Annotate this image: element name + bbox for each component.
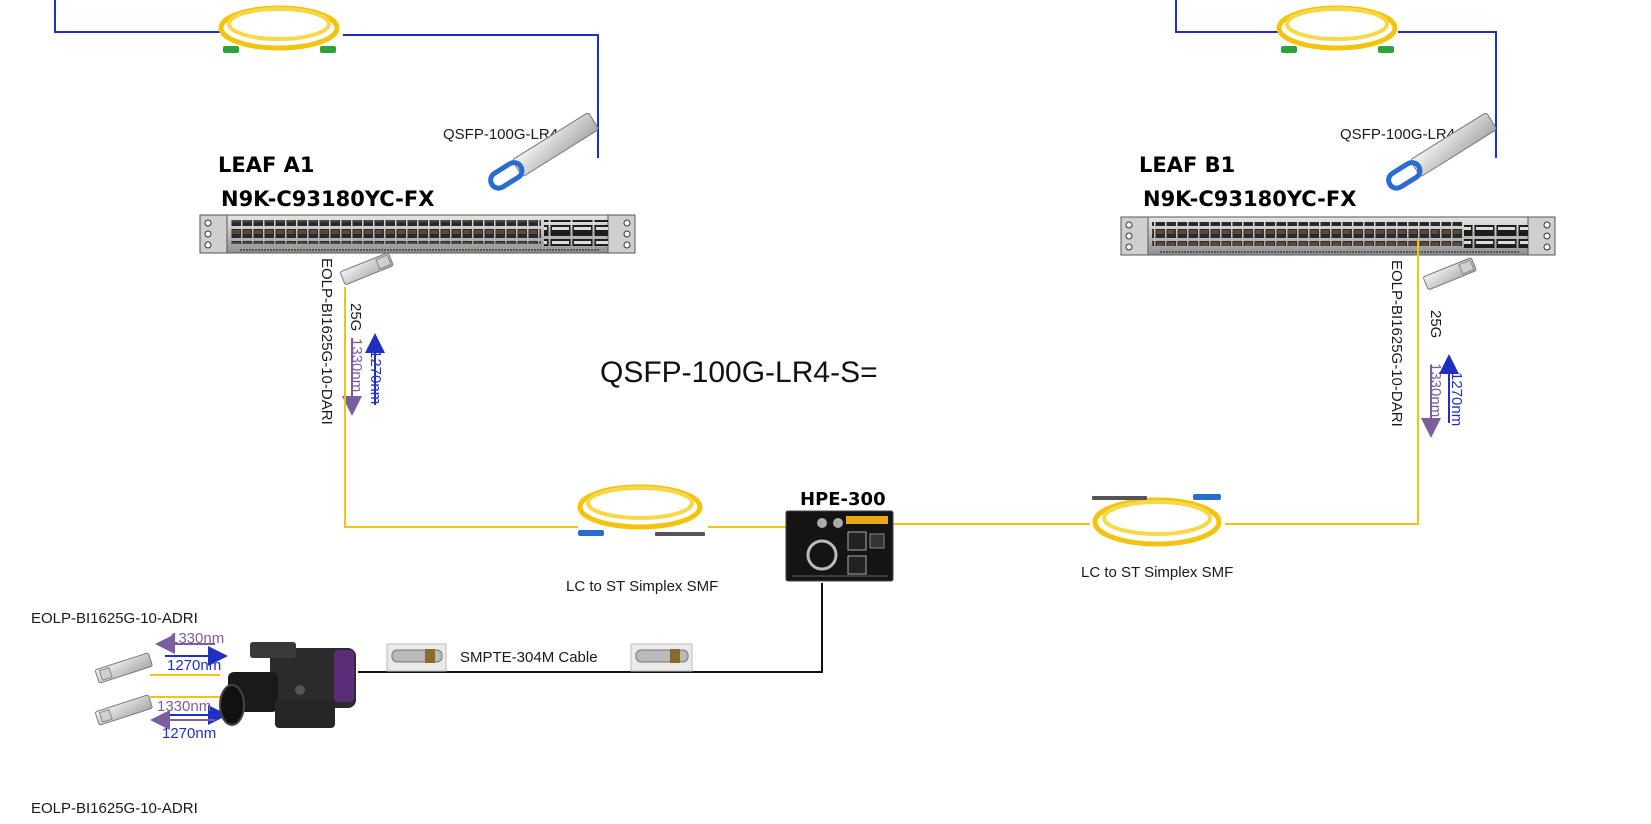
- camera-top-tx-wavelength: 1270nm: [167, 657, 221, 674]
- fiber-coil-icon: [577, 484, 705, 536]
- leaf-b-sfp-label: EOLP-BI1625G-10-DARI: [1388, 260, 1405, 427]
- switch-leaf-b: [1120, 216, 1556, 256]
- uplink-b: [1175, 0, 1497, 158]
- hpe-name: HPE-300: [800, 489, 886, 510]
- camera-icon: [219, 642, 356, 728]
- right-fiber-label: LC to ST Simplex SMF: [1081, 564, 1233, 581]
- hpe-300-device: [785, 510, 894, 582]
- fiber-coil-icon: [1092, 494, 1222, 547]
- switch-leaf-a: [199, 214, 636, 254]
- leaf-a-model: N9K-C93180YC-FX: [221, 187, 434, 211]
- leaf-a-sfp-label: EOLP-BI1625G-10-DARI: [318, 258, 335, 425]
- camera-sfp-top-label: EOLP-BI1625G-10-ADRI: [31, 610, 198, 627]
- sfp-transceiver-icon: [95, 694, 153, 726]
- leaf-b-tx-wavelength: 1270nm: [1448, 372, 1465, 426]
- fiber-run-left: [344, 287, 578, 528]
- smpte-connector-icon: [630, 643, 693, 672]
- fiber-run-right: [1225, 240, 1419, 525]
- fiber-coil-icon: [1276, 5, 1398, 53]
- leaf-b-name: LEAF B1: [1139, 153, 1235, 177]
- smpte-connector-icon: [386, 643, 447, 672]
- camera-sfp-bottom-label: EOLP-BI1625G-10-ADRI: [31, 800, 198, 817]
- qsfp-transceiver-icon: [488, 112, 599, 191]
- smpte-cable-label: SMPTE-304M Cable: [460, 649, 598, 666]
- left-fiber-label: LC to ST Simplex SMF: [566, 578, 718, 595]
- center-optic-label: QSFP-100G-LR4-S=: [600, 356, 878, 389]
- leaf-a-rx-wavelength: 1330nm: [348, 338, 365, 392]
- leaf-b-rx-wavelength: 1330nm: [1427, 363, 1444, 417]
- leaf-a-name: LEAF A1: [218, 153, 315, 177]
- leaf-b-model: N9K-C93180YC-FX: [1143, 187, 1356, 211]
- leaf-b-speed-label: 25G: [1427, 310, 1444, 338]
- fiber-coil-icon: [218, 5, 340, 53]
- sfp-transceiver-icon: [1423, 257, 1477, 290]
- qsfp-transceiver-icon: [1386, 112, 1497, 191]
- camera-bottom-tx-wavelength: 1270nm: [162, 725, 216, 742]
- smpte-cable-run: [358, 583, 823, 673]
- leaf-a-speed-label: 25G: [347, 303, 364, 331]
- sfp-transceiver-icon: [340, 252, 394, 285]
- camera-bottom-rx-wavelength: 1330nm: [157, 698, 211, 715]
- camera-top-rx-wavelength: 1330nm: [170, 630, 224, 647]
- uplink-a: [54, 0, 599, 158]
- sfp-transceiver-icon: [95, 652, 153, 684]
